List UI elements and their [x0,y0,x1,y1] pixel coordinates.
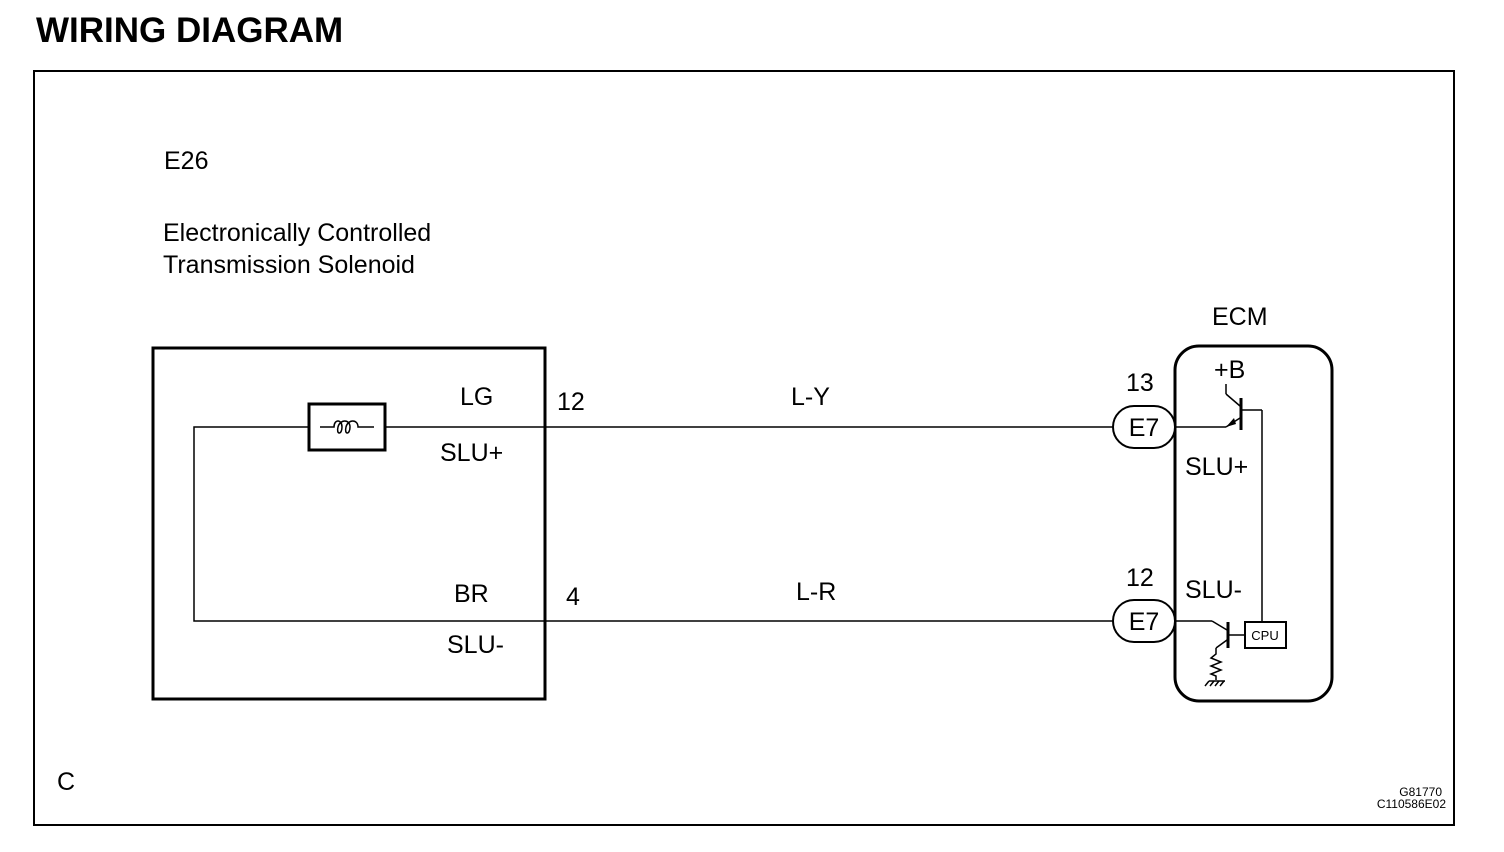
ref-code-2: C110586E02 [1377,797,1446,811]
diagram-frame [33,70,1455,826]
solenoid-internal-wire [193,426,545,622]
connector-e7-top-label: E7 [1129,414,1160,442]
solenoid-bottom-pin: 4 [566,583,580,611]
page-title: WIRING DIAGRAM [36,11,343,50]
wire-top-color: L-Y [791,383,830,411]
cpu-block: CPU [1244,621,1287,649]
connector-e7-bottom-label: E7 [1129,608,1160,636]
ground-icon [1204,680,1225,687]
resistor-icon [1208,648,1224,680]
solenoid-bottom-wire-color: BR [454,580,489,608]
solenoid-component-box [151,346,547,701]
low-side-transistor-icon [1175,620,1245,649]
solenoid-top-signal: SLU+ [440,439,503,467]
solenoid-name-line1: Electronically Controlled [163,219,431,247]
cpu-label: CPU [1251,628,1278,643]
corner-label: C [57,768,75,796]
connector-e7-bottom: E7 [1112,599,1176,643]
coil-icon [307,402,387,452]
ecm-label: ECM [1212,303,1268,331]
ecm-top-pin: 13 [1126,369,1154,397]
ecm-bottom-pin: 12 [1126,564,1154,592]
solenoid-top-wire-color: LG [460,383,493,411]
solenoid-bottom-signal: SLU- [447,631,504,659]
solenoid-top-pin: 12 [557,388,585,416]
solenoid-code: E26 [164,147,208,175]
wire-bottom-color: L-R [796,578,836,606]
ecm-component-box [1173,344,1334,703]
connector-e7-top: E7 [1112,405,1176,449]
ecm-power-label: +B [1214,356,1245,384]
ref-code-1: G81770 [1399,785,1442,799]
ecm-top-signal: SLU+ [1185,453,1248,481]
high-side-transistor-icon [1175,384,1262,430]
solenoid-name-line2: Transmission Solenoid [163,251,415,279]
ecm-bottom-signal: SLU- [1185,576,1242,604]
